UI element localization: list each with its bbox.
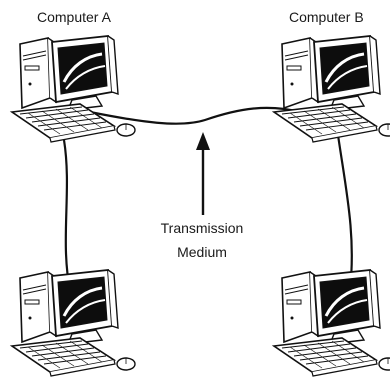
computer-a-icon [10,34,137,144]
transmission-cable-top [89,106,301,125]
computer-a-label: Computer A [37,9,112,25]
computer-bottom-right-icon [272,268,390,378]
transmission-medium-label-line2: Medium [177,244,227,260]
transmission-cable-right [336,134,353,291]
computer-bottom-left-icon [10,268,137,378]
arrow-up-icon [196,132,210,215]
transmission-medium-label-line1: Transmission [161,220,244,236]
transmission-cable-left [62,139,72,291]
computer-b-label: Computer B [289,9,364,25]
computer-b-icon [272,34,390,144]
